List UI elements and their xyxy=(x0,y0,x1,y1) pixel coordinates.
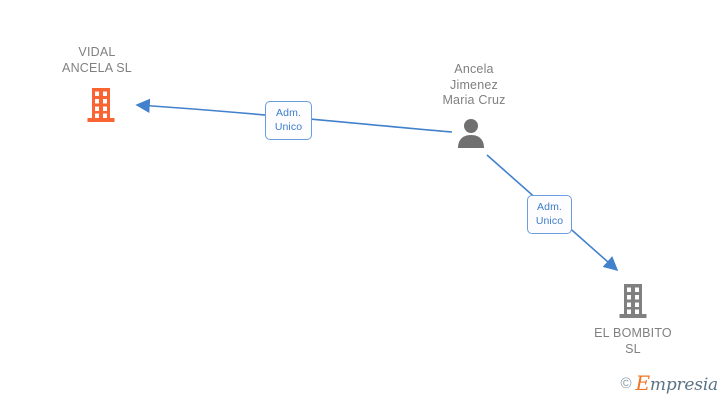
watermark-brand-rest: mpresia xyxy=(649,375,718,395)
person-icon[interactable] xyxy=(456,118,486,150)
watermark-brand: Empresia xyxy=(636,373,719,394)
node-label-vidal-ancela-sl: VIDAL ANCELA SL xyxy=(62,45,132,75)
watermark-empresia: © Empresia xyxy=(620,373,718,394)
building-icon[interactable] xyxy=(618,284,648,318)
node-label-ancela-jimenez-maria-cruz: Ancela Jimenez Maria Cruz xyxy=(442,62,506,107)
edge-label-adm-unico-vidal-ancela[interactable]: Adm. Unico xyxy=(265,101,312,140)
edge-label-adm-unico-el-bombito[interactable]: Adm. Unico xyxy=(527,195,572,234)
copyright-icon: © xyxy=(620,375,632,392)
watermark-brand-initial: E xyxy=(635,371,651,395)
building-icon[interactable] xyxy=(86,88,116,122)
node-label-el-bombito-sl: EL BOMBITO SL xyxy=(594,326,672,356)
